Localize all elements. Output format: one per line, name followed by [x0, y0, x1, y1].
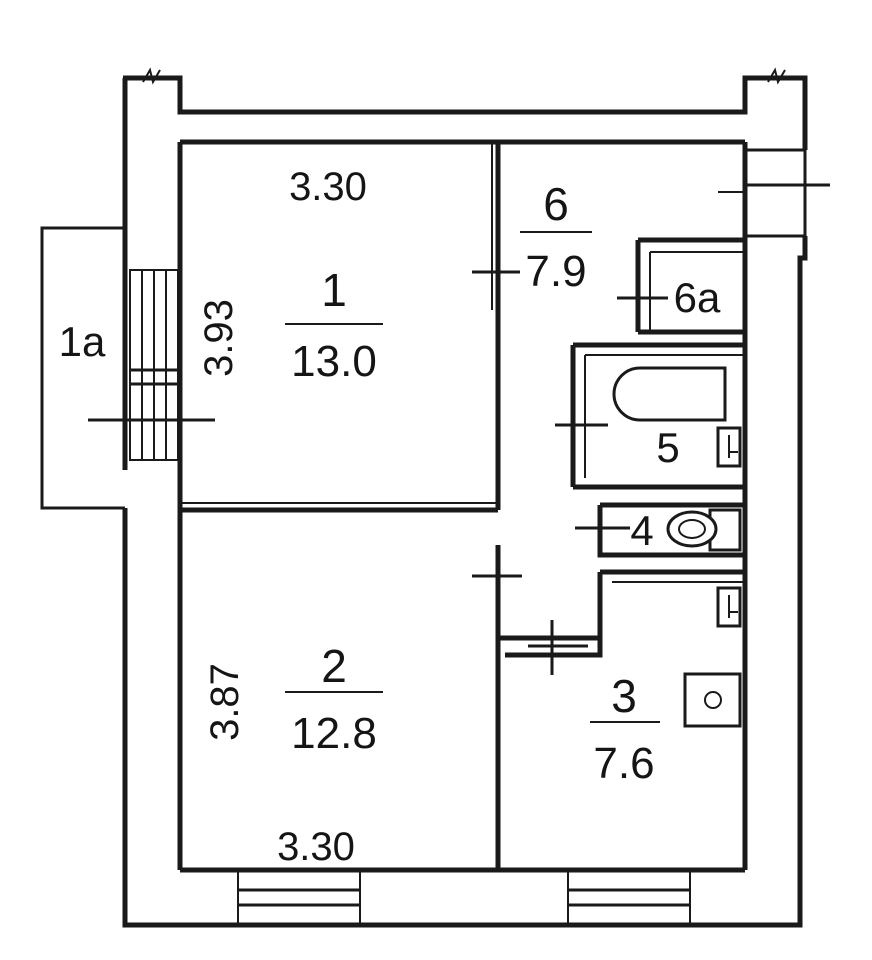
bathtub-icon — [612, 366, 727, 422]
room-4-number: 4 — [630, 507, 653, 554]
dim-room-1-width: 3.30 — [289, 165, 367, 209]
room-3-number: 3 — [611, 670, 637, 722]
toilet-icon — [666, 508, 742, 552]
bath-sink-icon — [716, 426, 742, 468]
dim-room-2-depth: 3.87 — [203, 663, 247, 741]
stove-icon — [683, 672, 742, 728]
room-6-area: 7.9 — [525, 247, 586, 296]
window-room-2 — [237, 869, 361, 926]
partitions — [180, 142, 745, 870]
room-6-label: 6 7.9 — [520, 178, 592, 296]
room-2-area: 12.8 — [291, 709, 377, 758]
room-6a-number: 6a — [674, 274, 721, 321]
room-2-number: 2 — [321, 640, 347, 692]
room-1-area: 13.0 — [291, 337, 377, 386]
room-3-label: 3 7.6 — [590, 670, 660, 788]
balcony-1a — [40, 226, 125, 510]
room-1-number: 1 — [321, 264, 347, 316]
vent-block — [718, 148, 830, 238]
kitchen-sink-icon — [716, 586, 742, 628]
dim-room-2-width: 3.30 — [277, 825, 355, 869]
balcony-door — [88, 269, 215, 461]
room-6-number: 6 — [543, 178, 569, 230]
room-3-area: 7.6 — [593, 739, 654, 788]
room-1-label: 1 13.0 — [285, 264, 383, 386]
outer-walls — [122, 67, 808, 928]
window-room-3 — [567, 869, 691, 926]
room-5-number: 5 — [656, 424, 679, 471]
dim-room-1-depth: 3.93 — [197, 299, 241, 377]
room-2-label: 2 12.8 — [285, 640, 383, 758]
room-1a-number: 1a — [59, 318, 106, 365]
